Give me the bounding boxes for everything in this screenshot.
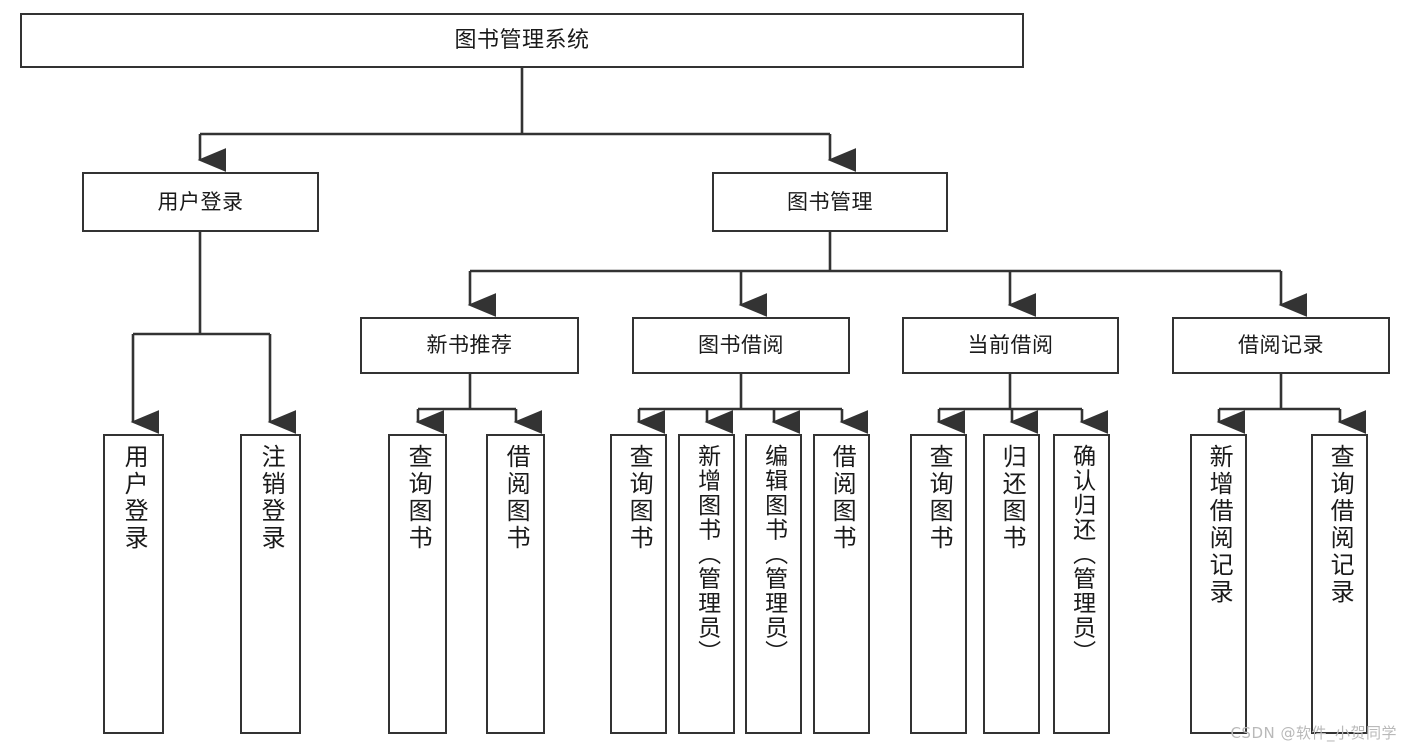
node-leaf-query-book-rec-label: 查询图书 bbox=[404, 444, 433, 552]
node-leaf-add-borrow-record[interactable]: 新增借阅记录 bbox=[1190, 434, 1247, 734]
node-leaf-confirm-return-admin[interactable]: 确认归还（管理员） bbox=[1053, 434, 1110, 734]
node-book-borrow[interactable]: 图书借阅 bbox=[632, 317, 850, 374]
node-leaf-query-borrow-record[interactable]: 查询借阅记录 bbox=[1311, 434, 1368, 734]
node-leaf-edit-book-admin[interactable]: 编辑图书（管理员） bbox=[745, 434, 802, 734]
node-leaf-confirm-return-admin-label: 确认归还（管理员） bbox=[1068, 444, 1095, 665]
node-leaf-add-book-admin[interactable]: 新增图书（管理员） bbox=[678, 434, 735, 734]
node-leaf-borrow-book-rec[interactable]: 借阅图书 bbox=[486, 434, 545, 734]
node-current-borrow[interactable]: 当前借阅 bbox=[902, 317, 1119, 374]
node-leaf-query-book-cb[interactable]: 查询图书 bbox=[910, 434, 967, 734]
node-book-manage-label: 图书管理 bbox=[787, 189, 873, 214]
node-leaf-add-book-admin-label: 新增图书（管理员） bbox=[693, 444, 720, 665]
node-book-manage[interactable]: 图书管理 bbox=[712, 172, 948, 232]
node-leaf-add-borrow-record-label: 新增借阅记录 bbox=[1205, 444, 1234, 606]
node-root[interactable]: 图书管理系统 bbox=[20, 13, 1024, 68]
node-user-login[interactable]: 用户登录 bbox=[82, 172, 319, 232]
node-leaf-borrow-book-bb[interactable]: 借阅图书 bbox=[813, 434, 870, 734]
node-user-login-label: 用户登录 bbox=[157, 189, 244, 214]
node-leaf-borrow-book-bb-label: 借阅图书 bbox=[828, 444, 857, 552]
node-borrow-record[interactable]: 借阅记录 bbox=[1172, 317, 1390, 374]
node-leaf-query-book-bb[interactable]: 查询图书 bbox=[610, 434, 667, 734]
node-leaf-logout-login-label: 注销登录 bbox=[257, 444, 286, 552]
node-book-borrow-label: 图书借阅 bbox=[698, 333, 784, 358]
node-leaf-edit-book-admin-label: 编辑图书（管理员） bbox=[760, 444, 787, 665]
node-leaf-query-book-bb-label: 查询图书 bbox=[625, 444, 654, 552]
node-leaf-user-login-label: 用户登录 bbox=[120, 444, 149, 552]
node-borrow-record-label: 借阅记录 bbox=[1238, 333, 1324, 358]
node-leaf-return-book-label: 归还图书 bbox=[998, 444, 1027, 552]
node-new-book-recommend[interactable]: 新书推荐 bbox=[360, 317, 579, 374]
node-leaf-user-login[interactable]: 用户登录 bbox=[103, 434, 164, 734]
node-leaf-logout-login[interactable]: 注销登录 bbox=[240, 434, 301, 734]
node-leaf-query-book-cb-label: 查询图书 bbox=[925, 444, 954, 552]
node-leaf-query-borrow-record-label: 查询借阅记录 bbox=[1326, 444, 1355, 606]
node-leaf-query-book-rec[interactable]: 查询图书 bbox=[388, 434, 447, 734]
node-leaf-return-book[interactable]: 归还图书 bbox=[983, 434, 1040, 734]
node-leaf-borrow-book-rec-label: 借阅图书 bbox=[502, 444, 531, 552]
csdn-watermark: CSDN @软件_小贺同学 bbox=[1230, 724, 1397, 742]
node-new-book-recommend-label: 新书推荐 bbox=[426, 333, 513, 358]
node-current-borrow-label: 当前借阅 bbox=[967, 333, 1054, 358]
node-root-label: 图书管理系统 bbox=[454, 27, 590, 53]
